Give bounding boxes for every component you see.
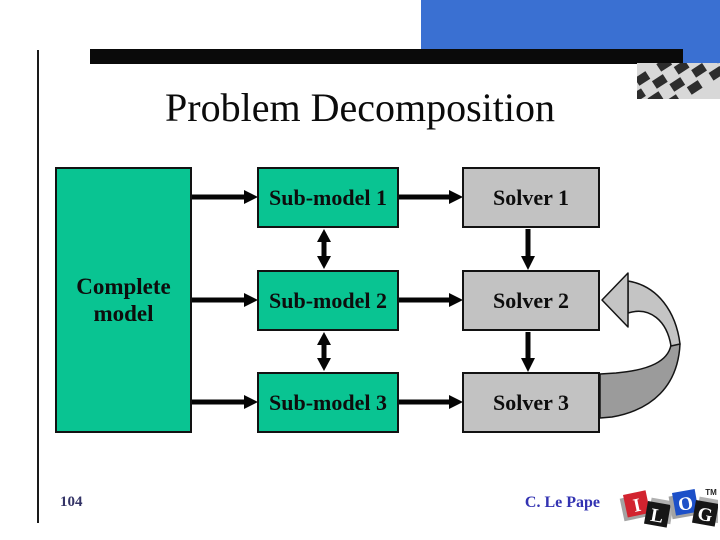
slide-title: Problem Decomposition: [165, 85, 555, 130]
sub-model-1-box: Sub-model 1: [257, 167, 399, 228]
header-black-bar: [90, 49, 683, 64]
ilog-letter-o: O: [677, 493, 695, 516]
ilog-cube-l: L: [644, 497, 675, 528]
corner-checker-pattern: [637, 63, 720, 99]
solver-2-box: Solver 2: [462, 270, 600, 331]
ilog-cube-o: O: [668, 489, 699, 520]
sub-model-2-box: Sub-model 2: [257, 270, 399, 331]
solver-3-box: Solver 3: [462, 372, 600, 433]
ilog-letter-i: I: [631, 495, 643, 517]
left-rule-line: [37, 50, 39, 523]
curved-return-arrow: [599, 272, 681, 419]
ilog-cube-g: G: [692, 496, 718, 527]
ilog-cube-i: I: [619, 490, 651, 522]
solver-2-label: Solver 2: [493, 287, 569, 313]
solver-3-label: Solver 3: [493, 389, 569, 415]
page-number: 104: [60, 494, 83, 510]
sub-model-2-label: Sub-model 2: [269, 287, 387, 313]
ilog-letter-l: L: [649, 505, 665, 528]
sub-model-3-box: Sub-model 3: [257, 372, 399, 433]
complete-model-label: Complete model: [76, 273, 171, 326]
complete-model-box: Complete model: [55, 167, 192, 433]
ilog-logo: I L O G TM: [619, 488, 718, 528]
trademark-symbol: TM: [705, 488, 717, 497]
author-credit: C. Le Pape: [524, 494, 600, 511]
solver-1-box: Solver 1: [462, 167, 600, 228]
sub-model-3-label: Sub-model 3: [269, 389, 387, 415]
ilog-letter-g: G: [696, 504, 714, 527]
sub-model-1-label: Sub-model 1: [269, 184, 387, 210]
solver-1-label: Solver 1: [493, 184, 569, 210]
